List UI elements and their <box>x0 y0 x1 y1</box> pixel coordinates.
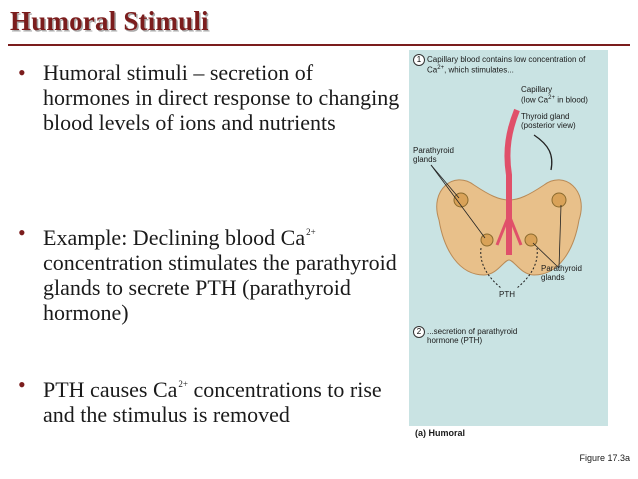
figure-panel-label: (a) Humoral <box>415 428 466 438</box>
parathyroid-left-label: Parathyroid glands <box>413 146 454 164</box>
capillary-branches <box>495 214 523 246</box>
bullet-text-cont: concentrations to rise and the stimulus … <box>43 377 382 427</box>
thyroid-illustration <box>430 108 582 289</box>
flow-arrow <box>533 134 553 171</box>
step-1-marker: 1 <box>413 54 425 66</box>
superscript: 2+ <box>178 379 188 389</box>
parathyroid-right-label: Parathyroid glands <box>541 264 582 282</box>
bullet-text: Humoral stimuli – secretion of hormones … <box>43 60 400 135</box>
step-2-marker: 2 <box>413 326 425 338</box>
parathyroid-gland <box>480 233 494 247</box>
figure-label-bar <box>409 426 608 440</box>
superscript: 2+ <box>306 227 316 237</box>
bullet-dot: • <box>18 60 26 85</box>
figure-caption: Figure 17.3a <box>579 453 630 463</box>
thyroid-label: Thyroid gland (posterior view) <box>521 112 576 130</box>
title-divider <box>8 44 630 46</box>
bullet-item: • Example: Declining blood Ca2+ concentr… <box>18 220 413 325</box>
step-1-text: Capillary blood contains low concentrati… <box>427 55 586 75</box>
capillary-label: Capillary(low Ca2+ in blood) <box>521 85 588 105</box>
step-2-text: ...secretion of parathyroid hormone (PTH… <box>427 327 518 345</box>
bullet-item: • Humoral stimuli – secretion of hormone… <box>18 60 403 135</box>
bullet-text: Example: Declining blood Ca <box>43 225 306 250</box>
parathyroid-gland <box>524 233 538 247</box>
capillary-vessel <box>504 108 520 255</box>
pth-label: PTH <box>499 290 515 299</box>
bullet-dot: • <box>18 372 26 397</box>
bullet-text: PTH causes Ca <box>43 377 178 402</box>
bullet-item: • PTH causes Ca2+ concentrations to rise… <box>18 372 413 427</box>
bullet-dot: • <box>18 220 26 245</box>
humoral-figure: 1 Capillary blood contains low concentra… <box>409 50 608 440</box>
parathyroid-gland <box>551 192 567 208</box>
slide-title: Humoral Stimuli <box>10 6 209 36</box>
bullet-text-cont: concentration stimulates the parathyroid… <box>43 250 397 325</box>
